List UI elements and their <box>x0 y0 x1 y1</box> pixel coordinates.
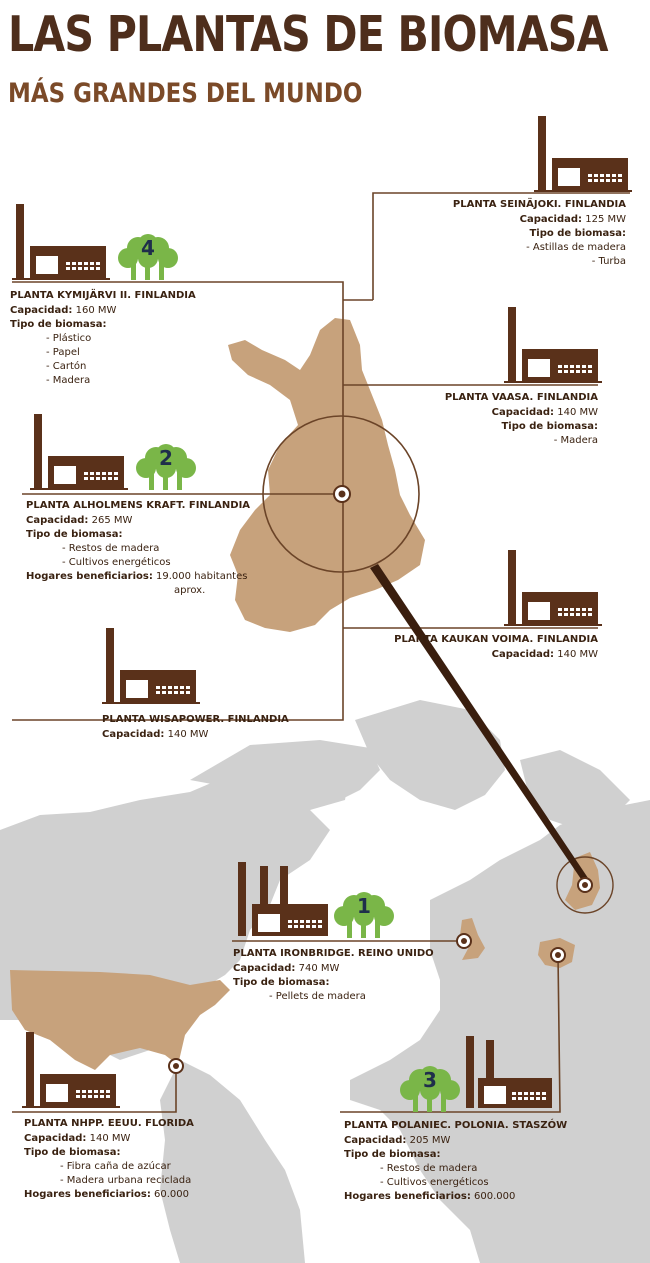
biomass-item: - Restos de madera <box>380 1163 478 1174</box>
households-label: Hogares beneficiarios: <box>344 1191 471 1202</box>
factory-icon-kymijarvi <box>12 204 110 280</box>
factory-icon-ironbridge <box>238 862 328 936</box>
plant-kymijarvi: PLANTA KYMIJÄRVI II. FINLANDIA Capacidad… <box>10 290 196 388</box>
page-subtitle: MÁS GRANDES DEL MUNDO <box>8 78 363 109</box>
capacity-label: Capacidad: <box>519 214 583 225</box>
biomass-item: - Pellets de madera <box>269 991 366 1002</box>
factory-icon-kaukan <box>504 550 602 626</box>
page-title: LAS PLANTAS DE BIOMASA <box>8 6 608 63</box>
plant-name: PLANTA IRONBRIDGE. REINO UNIDO <box>233 948 434 959</box>
biomass-item: - Turba <box>591 256 626 267</box>
capacity-label: Capacidad: <box>26 515 89 526</box>
capacity-label: Capacidad: <box>24 1133 87 1144</box>
rank-number-4: 4 <box>141 236 155 260</box>
plant-ironbridge: PLANTA IRONBRIDGE. REINO UNIDO Capacidad… <box>233 948 434 1004</box>
biomass-label: Tipo de biomasa: <box>501 421 598 432</box>
factory-icon-seinajoki <box>534 116 632 192</box>
households-value-cont: aprox. <box>174 585 206 596</box>
rank-number-1: 1 <box>357 894 371 918</box>
finland-large <box>228 318 425 632</box>
capacity-label: Capacidad: <box>233 963 296 974</box>
biomass-label: Tipo de biomasa: <box>24 1147 121 1158</box>
capacity-value: 140 MW <box>557 649 598 660</box>
biomass-item: - Plástico <box>46 333 92 344</box>
biomass-item: - Madera urbana reciclada <box>60 1175 192 1186</box>
usa-highlight <box>10 970 230 1070</box>
biomass-item: - Cartón <box>46 361 87 372</box>
plant-name: PLANTA KYMIJÄRVI II. FINLANDIA <box>10 290 196 301</box>
biomass-label: Tipo de biomasa: <box>26 529 123 540</box>
households-value: 600.000 <box>474 1191 516 1202</box>
biomass-label: Tipo de biomasa: <box>233 977 330 988</box>
capacity-value: 205 MW <box>409 1135 451 1146</box>
rank-number-2: 2 <box>159 446 173 470</box>
biomass-item: - Madera <box>46 375 91 386</box>
households-value: 60.000 <box>154 1189 190 1200</box>
location-markers <box>168 485 593 1074</box>
capacity-value: 160 MW <box>75 305 117 316</box>
plant-wisapower: PLANTA WISAPOWER. FINLANDIA Capacidad: 1… <box>102 714 289 742</box>
plant-name: PLANTA SEINÄJOKI. FINLANDIA <box>452 199 626 210</box>
capacity-value: 265 MW <box>91 515 133 526</box>
biomass-item: - Restos de madera <box>62 543 160 554</box>
plant-nhpp: PLANTA NHPP. EEUU. FLORIDA Capacidad: 14… <box>24 1118 194 1202</box>
biomass-label: Tipo de biomasa: <box>529 228 626 239</box>
plant-vaasa: PLANTA VAASA. FINLANDIA Capacidad: 140 M… <box>445 392 598 448</box>
plant-name: PLANTA ALHOLMENS KRAFT. FINLANDIA <box>26 500 251 511</box>
capacity-label: Capacidad: <box>10 305 73 316</box>
factory-icon-wisapower <box>102 628 200 704</box>
plant-seinajoki: PLANTA SEINÄJOKI. FINLANDIA Capacidad: 1… <box>453 199 626 269</box>
households-value: 19.000 habitantes <box>156 571 248 582</box>
capacity-value: 140 MW <box>89 1133 131 1144</box>
households-label: Hogares beneficiarios: <box>26 571 153 582</box>
biomass-item: - Astillas de madera <box>526 242 626 253</box>
factory-icon-vaasa <box>504 307 602 383</box>
biomass-item: - Fibra caña de azúcar <box>60 1161 171 1172</box>
rank-number-3: 3 <box>423 1068 437 1092</box>
biomass-item: - Papel <box>46 347 80 358</box>
capacity-value: 140 MW <box>557 407 598 418</box>
uk-highlight <box>460 918 485 960</box>
plant-alholmens: PLANTA ALHOLMENS KRAFT. FINLANDIA Capaci… <box>26 500 250 598</box>
plant-name: PLANTA WISAPOWER. FINLANDIA <box>102 714 289 725</box>
capacity-value: 740 MW <box>298 963 340 974</box>
plant-polaniec: PLANTA POLANIEC. POLONIA. STASZÓW Capaci… <box>344 1120 567 1204</box>
capacity-label: Capacidad: <box>491 649 555 660</box>
biomass-item: - Madera <box>553 435 598 446</box>
factory-icon-alholmens <box>30 414 128 490</box>
plant-name: PLANTA VAASA. FINLANDIA <box>444 392 598 403</box>
biomass-item: - Cultivos energéticos <box>62 557 171 568</box>
capacity-label: Capacidad: <box>344 1135 407 1146</box>
households-label: Hogares beneficiarios: <box>24 1189 151 1200</box>
plant-name: PLANTA POLANIEC. POLONIA. STASZÓW <box>344 1120 568 1131</box>
biomass-item: - Cultivos energéticos <box>380 1177 489 1188</box>
capacity-value: 140 MW <box>167 729 209 740</box>
biomass-label: Tipo de biomasa: <box>10 319 107 330</box>
capacity-value: 125 MW <box>585 214 626 225</box>
plant-name: PLANTA KAUKAN VOIMA. FINLANDIA <box>394 634 598 645</box>
factory-icon-polaniec <box>466 1036 552 1108</box>
capacity-label: Capacidad: <box>102 729 165 740</box>
plant-kaukan: PLANTA KAUKAN VOIMA. FINLANDIA Capacidad… <box>394 634 598 662</box>
biomass-label: Tipo de biomasa: <box>344 1149 441 1160</box>
capacity-label: Capacidad: <box>491 407 555 418</box>
plant-name: PLANTA NHPP. EEUU. FLORIDA <box>24 1118 194 1129</box>
